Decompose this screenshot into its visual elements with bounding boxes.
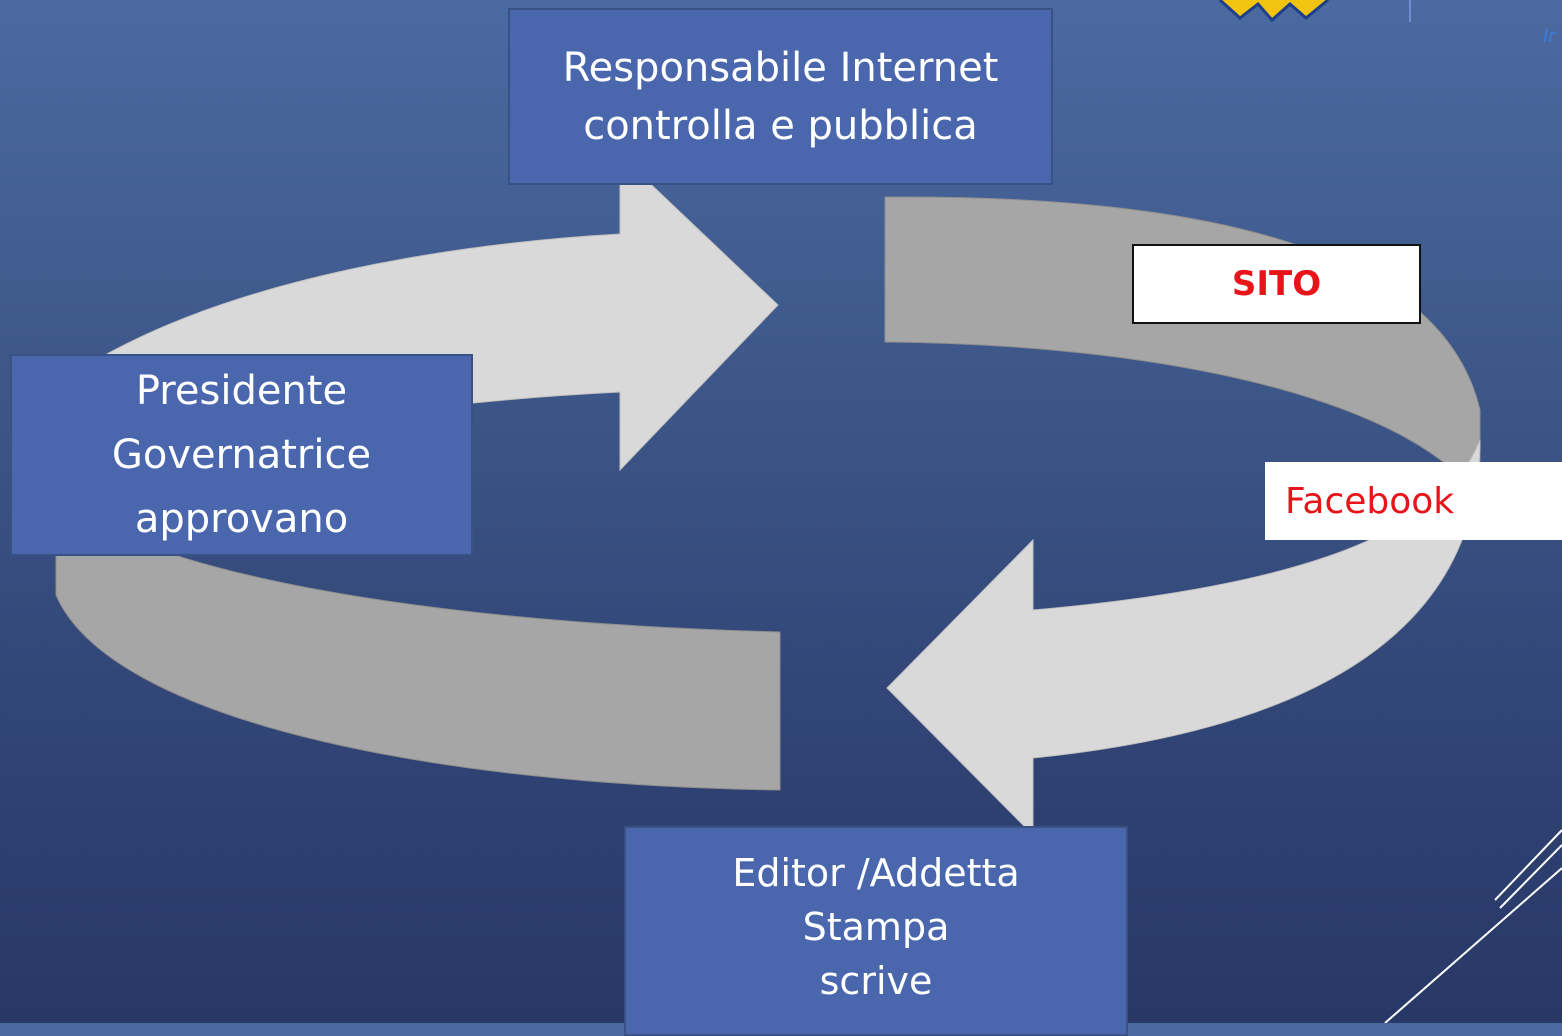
step-bottom-line3: scrive — [819, 959, 933, 1003]
step-left-line1: Presidente — [135, 368, 348, 414]
step-box-editor-addetta-stampa: Editor /Addetta Stampa scrive — [624, 826, 1128, 1036]
step-left-line2: Governatrice — [111, 432, 372, 478]
channel-label-sito: SITO — [1132, 244, 1421, 324]
step-box-presidente-governatrice: Presidente Governatrice approvano — [10, 354, 473, 556]
diagonal-lines-decoration — [1384, 829, 1562, 1023]
channel-label-facebook: Facebook — [1265, 462, 1562, 540]
step-left-line3: approvano — [134, 496, 349, 542]
step-bottom-line2: Stampa — [802, 905, 950, 949]
lions-logo-icon: Ir — [1218, 0, 1557, 47]
step-box-responsabile-internet: Responsabile Internet controlla e pubbli… — [508, 8, 1053, 185]
upper-right-curved-band — [884, 196, 1481, 502]
step-top-line1: Responsabile Internet — [562, 44, 999, 91]
step-bottom-line1: Editor /Addetta — [732, 851, 1020, 895]
step-top-line2: controlla e pubblica — [583, 102, 978, 149]
lower-left-curved-band — [55, 499, 781, 791]
svg-text:Ir: Ir — [1543, 26, 1557, 47]
